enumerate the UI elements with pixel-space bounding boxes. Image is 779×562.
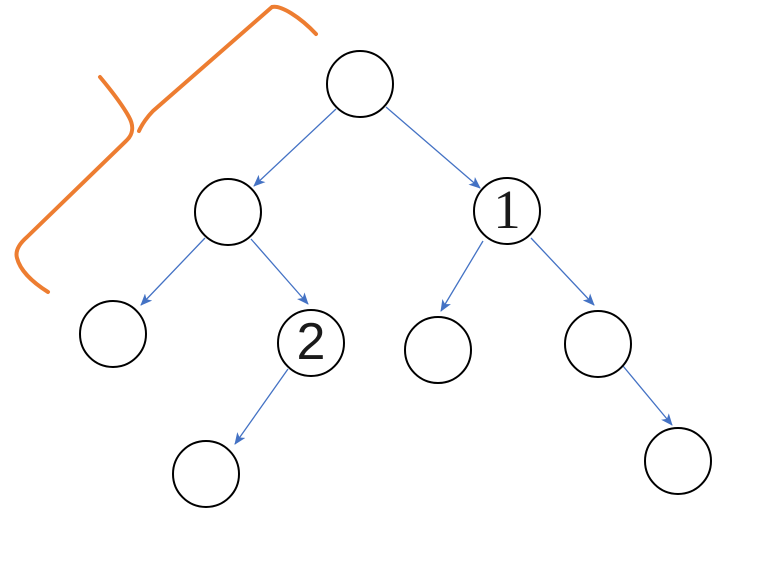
tree-node-left-right-2: 2 <box>277 309 345 377</box>
tree-node-right-1: 1 <box>473 177 541 245</box>
tree-node-right-right-right <box>644 427 712 495</box>
curly-brace-annotation-upper-stroke <box>137 4 318 133</box>
tree-node-right-left <box>404 316 472 384</box>
edge-root-left <box>253 108 337 187</box>
tree-node-left <box>194 178 262 246</box>
tree-node-left-right-left <box>172 440 240 508</box>
node-label: 2 <box>296 312 326 371</box>
edge-leftright-child <box>234 368 289 445</box>
edge-right-rightleft <box>440 240 484 312</box>
tree-node-root <box>326 50 394 118</box>
edge-right-rightright <box>530 237 595 306</box>
node-label: 1 <box>493 179 521 240</box>
edge-root-right <box>385 106 481 189</box>
tree-node-left-left <box>79 300 147 368</box>
edge-left-leftleft <box>140 237 206 306</box>
tree-node-right-right <box>564 310 632 378</box>
curly-brace-annotation-lower-stroke <box>14 75 135 294</box>
edge-left-leftright <box>250 238 309 305</box>
edge-rightright-child <box>622 365 673 426</box>
